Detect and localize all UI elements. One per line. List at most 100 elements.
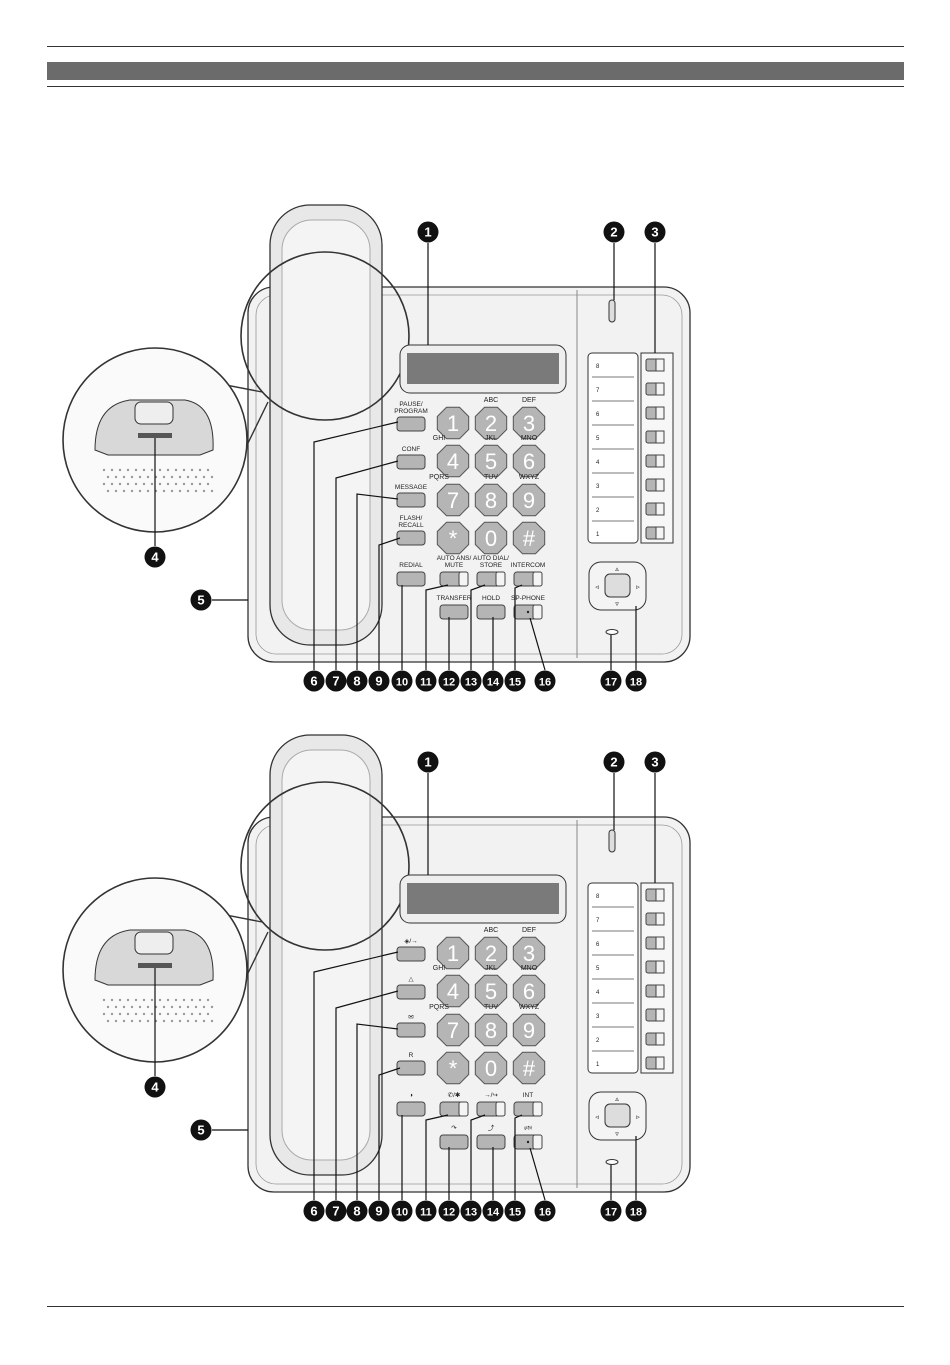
row2-button-label-text: SP-PHONE bbox=[511, 595, 546, 602]
dss-led bbox=[655, 936, 665, 950]
speaker-hole bbox=[126, 482, 130, 486]
speaker-hole bbox=[174, 998, 178, 1002]
callout-2: 2 bbox=[603, 751, 625, 773]
callout-circle bbox=[190, 1119, 212, 1141]
button-led bbox=[495, 571, 506, 587]
row2-button-label: ↷ bbox=[451, 1125, 457, 1132]
row2-button-label: 🕬 bbox=[524, 1125, 533, 1132]
speaker-hole bbox=[190, 468, 194, 472]
ringer-led bbox=[608, 299, 616, 323]
keypad-key-#: # bbox=[512, 1051, 546, 1085]
callout-circle bbox=[600, 670, 622, 692]
arrow-left-icon: ◃ bbox=[595, 1114, 599, 1121]
keypad-key-1: 1 bbox=[436, 936, 470, 970]
callout-circle bbox=[417, 751, 439, 773]
handset-inner bbox=[281, 219, 371, 631]
dss-number: 1 bbox=[596, 532, 600, 538]
speaker-hole bbox=[210, 1019, 214, 1023]
speaker-hole bbox=[134, 1012, 138, 1016]
callout-6: 6 bbox=[303, 670, 325, 692]
callout-number: 14 bbox=[487, 1207, 500, 1219]
callout-circle bbox=[482, 670, 504, 692]
speaker-hole bbox=[170, 1005, 174, 1009]
leader-line bbox=[425, 584, 449, 670]
dss-led bbox=[655, 382, 665, 396]
key-digit: 9 bbox=[523, 488, 535, 513]
speaker-hole bbox=[202, 489, 206, 493]
function-button-label: FLASH/RECALL bbox=[398, 515, 424, 529]
callout-number: 1 bbox=[424, 755, 431, 770]
callout-circle bbox=[460, 670, 482, 692]
navigator-center bbox=[604, 573, 631, 598]
phone-base-inner bbox=[255, 824, 683, 1185]
row1-button-label-text: ◑ bbox=[409, 1092, 413, 1099]
speaker-hole bbox=[162, 475, 166, 479]
dss-led bbox=[655, 430, 665, 444]
dss-number: 8 bbox=[596, 364, 600, 370]
speaker-hole bbox=[210, 1005, 214, 1009]
callout-number: 14 bbox=[487, 677, 500, 689]
speaker-hole bbox=[102, 468, 106, 472]
callout-number: 17 bbox=[605, 677, 617, 689]
callout-15: 15 bbox=[504, 670, 526, 692]
key-letters: ABC bbox=[484, 927, 498, 934]
speaker-hole bbox=[186, 1005, 190, 1009]
callout-number: 18 bbox=[630, 677, 642, 689]
dss-led bbox=[655, 478, 665, 492]
callout-circle bbox=[303, 1200, 325, 1222]
speaker-hole bbox=[198, 482, 202, 486]
arrow-down-icon: ▿ bbox=[615, 601, 619, 608]
speaker-hole bbox=[158, 468, 162, 472]
row2-button-label: ⤴ bbox=[488, 1123, 495, 1132]
row2-button-label: SP-PHONE bbox=[511, 595, 546, 602]
dss-led bbox=[655, 526, 665, 540]
callout-circle bbox=[144, 1076, 166, 1098]
keypad-key-1: 1 bbox=[436, 406, 470, 440]
speaker-hole bbox=[122, 1019, 126, 1023]
key-shape bbox=[512, 483, 546, 517]
dss-number: 1 bbox=[596, 1062, 600, 1068]
function-button-label: ✉ bbox=[408, 1014, 414, 1021]
speaker-hole bbox=[206, 998, 210, 1002]
callout-circle bbox=[346, 1200, 368, 1222]
leader-line bbox=[514, 584, 523, 670]
callout-4: 4 bbox=[144, 546, 166, 568]
hook-tab bbox=[134, 401, 174, 425]
speaker-hole bbox=[194, 1019, 198, 1023]
row1-button-label-text: AUTO DIAL/ bbox=[473, 555, 509, 562]
callout-circle bbox=[368, 1200, 390, 1222]
callout-circle bbox=[625, 1200, 647, 1222]
leader-line bbox=[425, 1114, 449, 1200]
callout-circle bbox=[504, 1200, 526, 1222]
callout-11: 11 bbox=[415, 1200, 437, 1222]
key-letters: JKL bbox=[485, 965, 497, 972]
callout-3: 3 bbox=[644, 751, 666, 773]
key-digit: 8 bbox=[485, 1018, 497, 1043]
callout-circle bbox=[368, 670, 390, 692]
callout-17: 17 bbox=[600, 670, 622, 692]
key-letters: PQRS bbox=[429, 1004, 449, 1011]
speaker-hole bbox=[198, 1012, 202, 1016]
speaker-hole bbox=[126, 468, 130, 472]
callout-4: 4 bbox=[144, 1076, 166, 1098]
callout-12: 12 bbox=[438, 670, 460, 692]
callout-18: 18 bbox=[625, 1200, 647, 1222]
callout-number: 7 bbox=[332, 674, 339, 689]
row1-button-label-text: MUTE bbox=[445, 562, 464, 569]
key-letters: DEF bbox=[522, 927, 536, 934]
function-button bbox=[396, 1060, 426, 1076]
key-digit: 1 bbox=[447, 941, 459, 966]
dss-led bbox=[655, 358, 665, 372]
function-button bbox=[396, 946, 426, 962]
callout-11: 11 bbox=[415, 670, 437, 692]
navigator-center bbox=[604, 1103, 631, 1128]
callout-circle bbox=[460, 1200, 482, 1222]
callout-12: 12 bbox=[438, 1200, 460, 1222]
dss-number: 6 bbox=[596, 412, 600, 418]
speaker-hole bbox=[162, 1019, 166, 1023]
speaker-hole bbox=[114, 1005, 118, 1009]
function-button-label-text: PAUSE/ bbox=[399, 401, 423, 408]
